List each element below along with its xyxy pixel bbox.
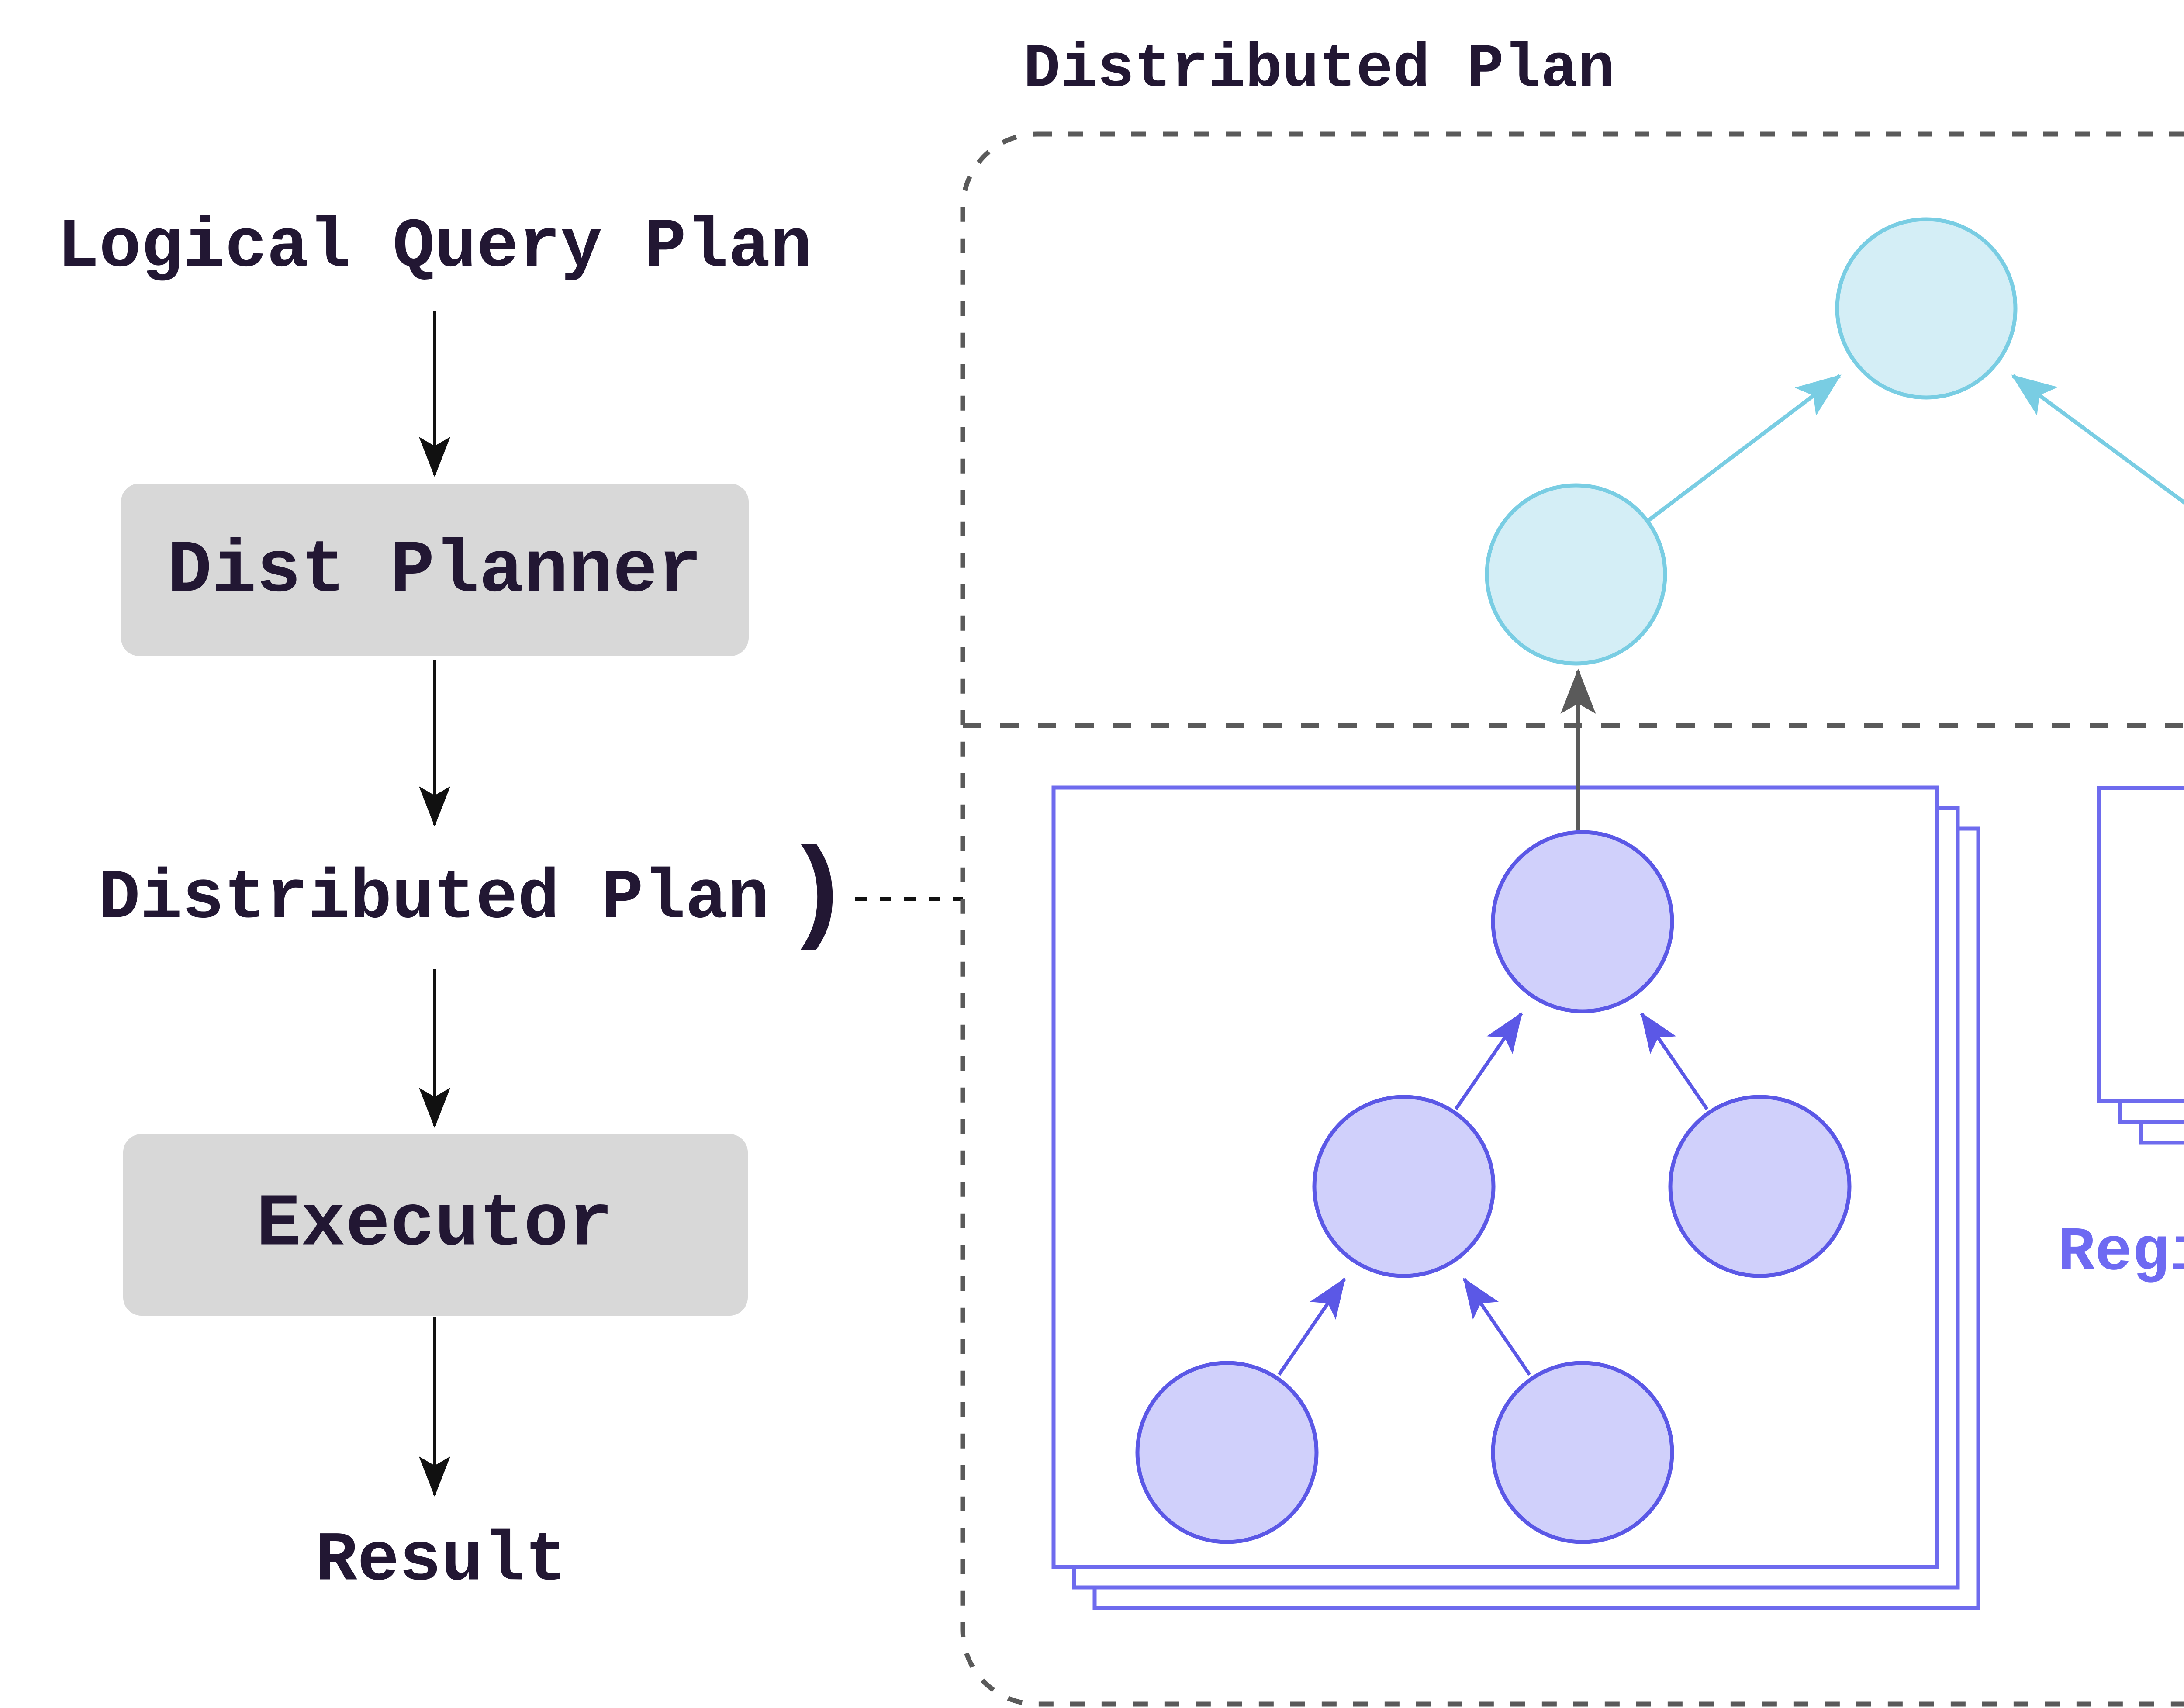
dist-planner-box [121,484,749,656]
datanode-bottom-right [1491,1361,1674,1544]
datanode-mid-left [1312,1095,1496,1278]
frontend-root-node [1835,217,2018,400]
distributed-plan-panel-border [960,131,2184,1707]
arrow-bottomright-to-midleft [1462,1277,1531,1376]
arrow-frontend-right-to-root [2011,374,2184,505]
frontend-left-node [1485,483,1667,666]
right-region-page-1 [2097,786,2184,1103]
executor-box [123,1134,748,1316]
arrow-bottomleft-to-midleft [1277,1277,1346,1376]
datanode-left-root [1491,830,1674,1013]
result-label: Result [315,1522,567,1601]
regions-label: Regions [2058,1218,2184,1288]
datanode-mid-right [1668,1095,1852,1278]
right-region-stack [2097,786,2184,1145]
dist-planner-label: Dist Planner [167,529,702,614]
arrow-midleft-to-root [1454,1012,1523,1110]
executor-label: Executor [256,1183,613,1267]
datanode-bottom-left [1135,1361,1319,1544]
logical-query-plan-label: Logical Query Plan [57,208,812,287]
panel-title: Distributed Plan [1023,35,1615,105]
distributed-plan-flow-label: Distributed Plan [98,860,769,939]
bracket-glyph: ) [784,832,852,961]
arrow-midright-to-root [1640,1012,1709,1110]
arrow-frontend-left-to-root [1647,374,1842,522]
